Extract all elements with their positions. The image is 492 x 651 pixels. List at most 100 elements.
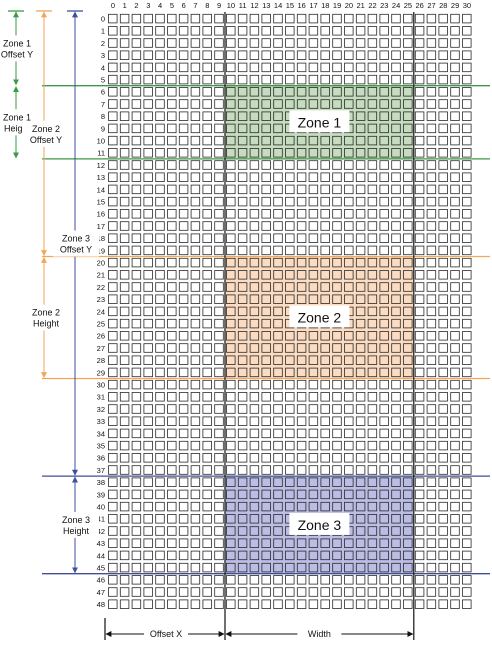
grid-cell xyxy=(119,453,130,463)
grid-cell xyxy=(462,282,472,292)
grid-cell xyxy=(379,587,389,597)
grid-cell xyxy=(285,404,295,414)
grid-cell xyxy=(261,62,271,73)
grid-cell xyxy=(108,184,118,195)
grid-cell xyxy=(143,294,153,304)
grid-cell xyxy=(450,99,460,109)
row-label: 41 xyxy=(97,515,105,524)
grid-cell xyxy=(403,318,413,329)
grid-cell xyxy=(391,196,401,207)
grid-cell xyxy=(462,184,472,195)
grid-cell xyxy=(391,184,401,195)
grid-cell xyxy=(178,196,189,207)
grid-cell xyxy=(379,135,389,146)
grid-cell xyxy=(462,233,472,243)
grid-cell xyxy=(261,538,271,548)
grid-cell xyxy=(414,148,425,158)
grid-cell xyxy=(414,306,425,317)
grid-cell xyxy=(273,294,283,304)
grid-cell xyxy=(355,99,366,109)
grid-cell xyxy=(119,50,130,60)
grid-cell xyxy=(426,465,437,475)
grid-cell xyxy=(214,87,224,97)
column-label: 4 xyxy=(158,1,162,10)
grid-cell xyxy=(355,172,366,182)
grid-cell xyxy=(320,221,330,231)
grid-cell xyxy=(367,404,378,414)
grid-cell xyxy=(273,257,283,268)
grid-cell xyxy=(367,501,378,512)
grid-cell xyxy=(391,135,401,146)
grid-cell xyxy=(367,233,378,243)
grid-cell xyxy=(178,501,189,512)
grid-cell xyxy=(131,355,142,365)
grid-cell xyxy=(143,209,153,219)
grid-cell xyxy=(226,50,236,60)
grid-cell xyxy=(249,306,260,317)
grid-cell xyxy=(308,160,319,170)
grid-cell xyxy=(131,489,142,500)
grid-cell xyxy=(438,87,448,97)
grid-cell xyxy=(296,587,307,597)
grid-cell xyxy=(320,13,330,24)
grid-cell xyxy=(403,587,413,597)
grid-cell xyxy=(108,38,118,48)
grid-cell xyxy=(462,526,472,536)
grid-cell xyxy=(332,575,342,585)
grid-cell xyxy=(450,209,460,219)
grid-cell xyxy=(438,123,448,134)
grid-cell xyxy=(178,245,189,256)
grid-cell xyxy=(367,50,378,60)
grid-cell xyxy=(143,221,153,231)
grid-cell xyxy=(414,440,425,451)
row-label: 28 xyxy=(97,356,105,365)
grid-cell xyxy=(462,392,472,402)
grid-cell xyxy=(438,599,448,609)
grid-cell xyxy=(391,501,401,512)
grid-cell xyxy=(285,355,295,365)
grid-cell xyxy=(178,550,189,561)
grid-cell xyxy=(367,294,378,304)
grid-cell xyxy=(462,245,472,256)
grid-cell xyxy=(155,587,165,597)
grid-cell xyxy=(285,99,295,109)
grid-cell xyxy=(285,440,295,451)
grid-cell xyxy=(462,111,472,121)
grid-cell xyxy=(261,367,271,378)
grid-cell xyxy=(426,13,437,24)
grid-cell xyxy=(332,392,342,402)
grid-cell xyxy=(355,489,366,500)
grid-cell xyxy=(178,62,189,73)
grid-cell xyxy=(462,62,472,73)
grid-cell xyxy=(379,501,389,512)
grid-cell xyxy=(226,367,236,378)
grid-cell xyxy=(119,526,130,536)
grid-cell xyxy=(414,111,425,121)
grid-cell xyxy=(119,184,130,195)
grid-cell xyxy=(462,440,472,451)
grid-cell xyxy=(202,111,212,121)
grid-cell xyxy=(131,62,142,73)
zone-3-height-label: Height xyxy=(63,526,90,536)
grid-cell xyxy=(414,416,425,426)
grid-cell xyxy=(308,562,319,573)
grid-cell xyxy=(403,575,413,585)
grid-cell xyxy=(450,501,460,512)
grid-cell xyxy=(190,196,201,207)
grid-cell xyxy=(249,221,260,231)
grid-cell xyxy=(367,489,378,500)
grid-cell xyxy=(237,233,248,243)
grid-cell xyxy=(320,26,330,36)
grid-cell xyxy=(308,13,319,24)
grid-cell xyxy=(202,233,212,243)
grid-cell xyxy=(143,306,153,317)
grid-cell xyxy=(202,135,212,146)
grid-cell xyxy=(391,318,401,329)
grid-cell xyxy=(143,38,153,48)
grid-cell xyxy=(320,233,330,243)
grid-cell xyxy=(332,209,342,219)
grid-cell xyxy=(143,282,153,292)
grid-cell xyxy=(438,501,448,512)
grid-cell xyxy=(355,196,366,207)
grid-cell xyxy=(391,404,401,414)
